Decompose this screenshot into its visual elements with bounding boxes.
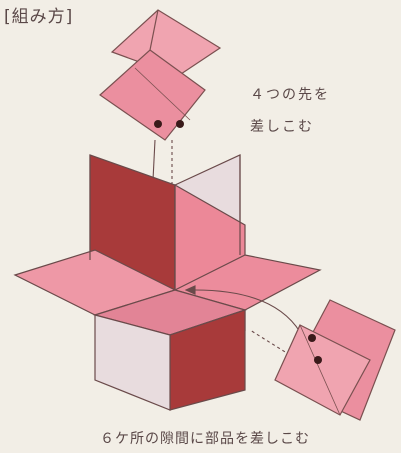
- insert-point-dot: [154, 120, 162, 128]
- section-title: [組み方]: [4, 2, 73, 27]
- insert-point-dot: [314, 356, 322, 364]
- assembled-cube: [15, 155, 320, 410]
- top-piece: [100, 10, 220, 140]
- caption: ６ケ所の隙間に部品を差しこむ: [40, 428, 370, 448]
- side-piece: [275, 300, 395, 420]
- note-insert-tips-line1: ４つの先を: [250, 84, 330, 104]
- note-insert-tips-line2: 差しこむ: [250, 116, 314, 136]
- insert-point-dot: [308, 334, 316, 342]
- insert-point-dot: [176, 120, 184, 128]
